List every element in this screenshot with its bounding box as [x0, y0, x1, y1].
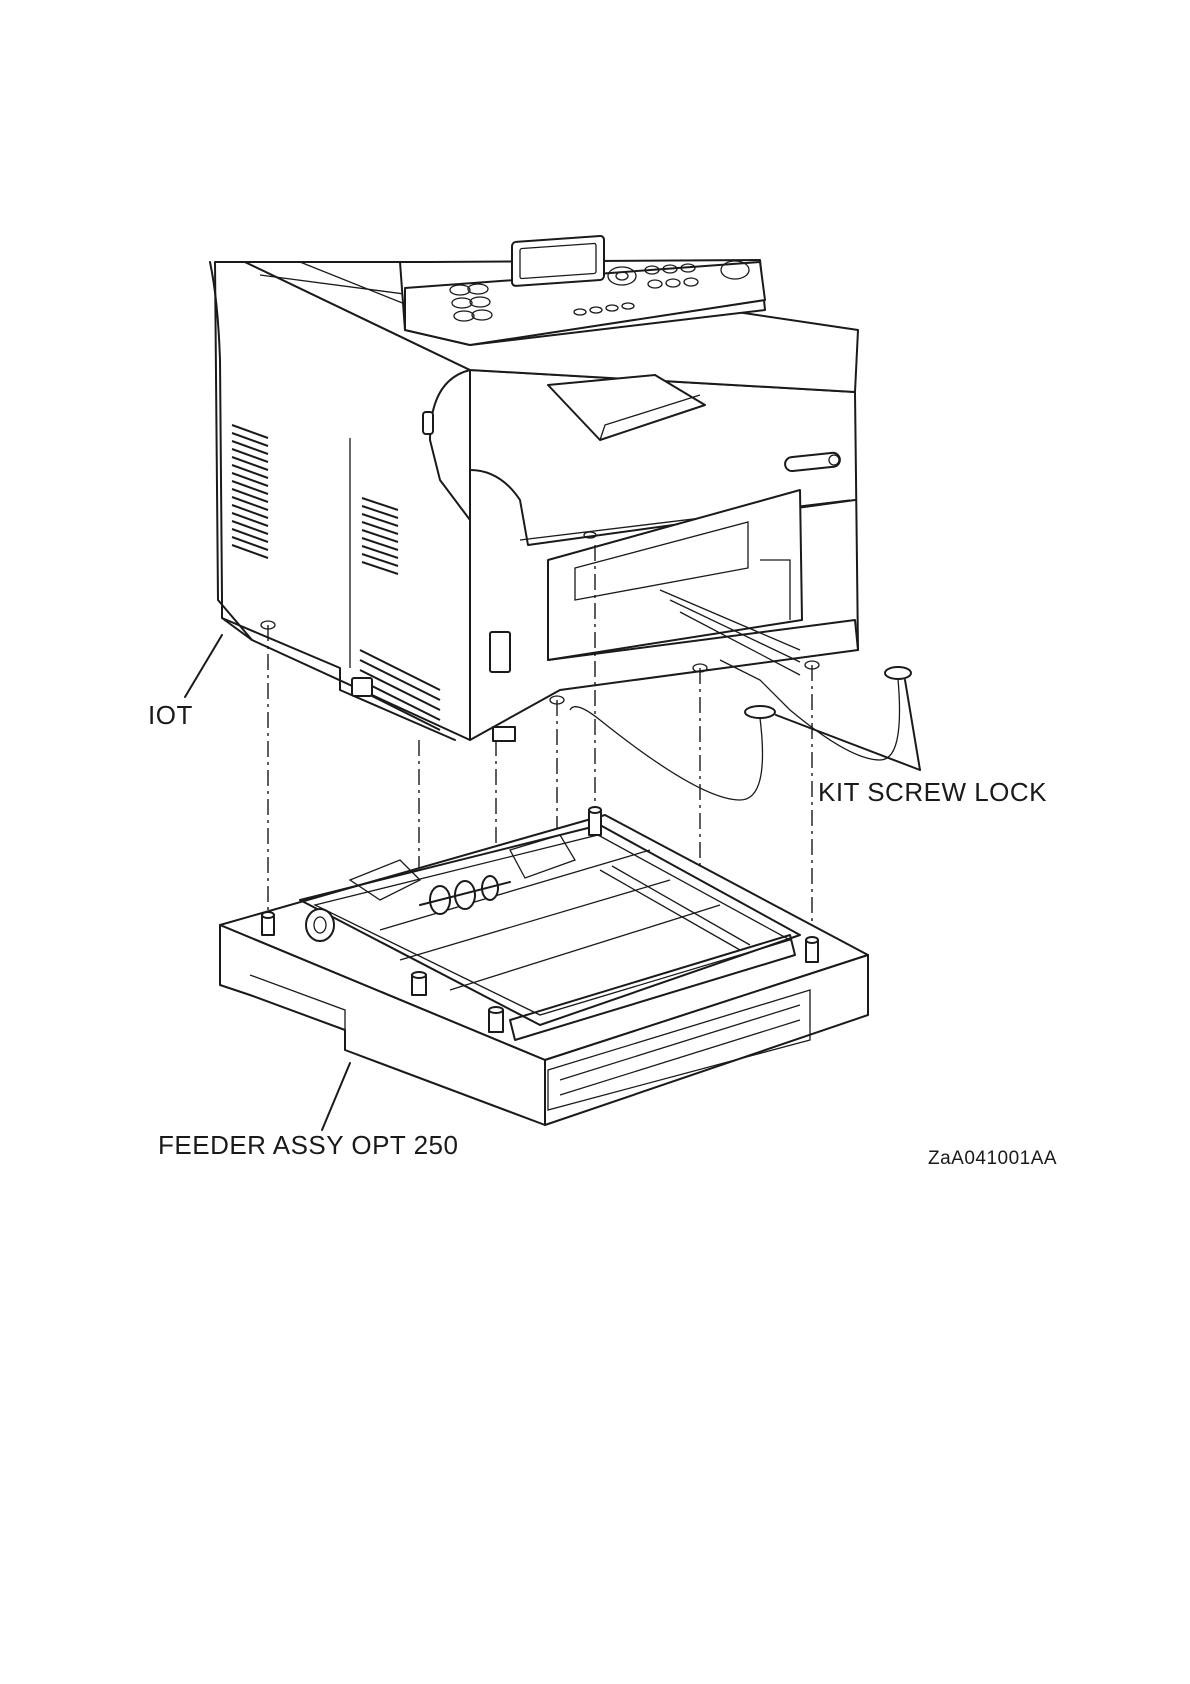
figure-code-label: ZaA041001AA: [928, 1148, 1057, 1170]
feeder-assy-label: FEEDER ASSY OPT 250: [158, 1130, 458, 1161]
feeder-assy-tray: [220, 807, 868, 1125]
iot-label: IOT: [148, 700, 193, 731]
kit-screw-lock-label: KIT SCREW LOCK: [818, 777, 1047, 808]
iot-leader-line: [185, 635, 222, 697]
feeder-leader-line: [322, 1063, 350, 1130]
printer-iot-body: [210, 236, 858, 741]
